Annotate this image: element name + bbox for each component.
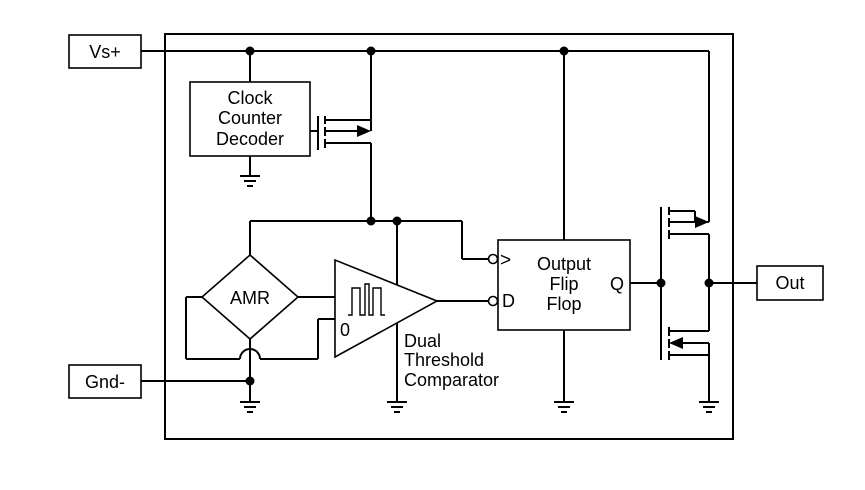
ground-symbol-decoder bbox=[240, 175, 260, 187]
ground-symbol-flip-flop bbox=[554, 401, 574, 413]
ground-symbol-amr bbox=[240, 401, 260, 413]
comparator: 0 Dual Threshold Comparator bbox=[334, 258, 499, 390]
ground-symbol-output bbox=[699, 401, 719, 413]
output-stage bbox=[660, 207, 757, 402]
amr-bridge: AMR bbox=[200, 253, 300, 341]
amr-label: AMR bbox=[230, 288, 270, 308]
comparator-low-label: 0 bbox=[340, 320, 350, 340]
pin-gnd-minus-label: Gnd- bbox=[85, 372, 125, 392]
junction-dots bbox=[245, 46, 714, 386]
comparator-caption-comparator: Comparator bbox=[404, 370, 499, 390]
counter-label: Counter bbox=[218, 108, 282, 128]
threshold-waveform-icon bbox=[348, 283, 385, 316]
clock-label: Clock bbox=[227, 88, 273, 108]
flip-flop-d-pin: D bbox=[502, 291, 515, 311]
decoder-label: Decoder bbox=[216, 129, 284, 149]
amr-wiring bbox=[185, 296, 335, 402]
ground-symbol-comparator bbox=[387, 401, 407, 413]
pin-out-label: Out bbox=[775, 273, 804, 293]
clock-counter-decoder-block: Clock Counter Decoder bbox=[189, 81, 311, 157]
comparator-caption-threshold: Threshold bbox=[404, 350, 484, 370]
power-switch-transistor bbox=[310, 116, 372, 221]
pin-vs-plus: Vs+ bbox=[68, 34, 142, 69]
pin-vs-plus-label: Vs+ bbox=[89, 42, 121, 62]
pin-out: Out bbox=[756, 265, 824, 301]
pin-gnd-minus: Gnd- bbox=[68, 364, 142, 399]
flip-flop-flop-label: Flop bbox=[546, 294, 581, 314]
comparator-caption-dual: Dual bbox=[404, 331, 441, 351]
flip-flop-output-label: Output bbox=[537, 254, 591, 274]
flip-flop-q-pin: Q bbox=[610, 274, 624, 294]
flip-flop-clock-pin: > bbox=[500, 250, 511, 271]
flip-flop-flip-label: Flip bbox=[549, 274, 578, 294]
chip-outline bbox=[164, 33, 734, 440]
output-flip-flop: > D Q Output Flip Flop bbox=[487, 239, 631, 331]
